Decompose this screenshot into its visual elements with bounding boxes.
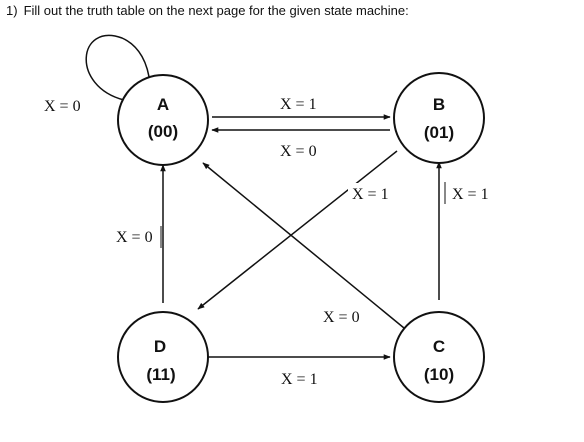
state-d: D (11) <box>117 311 209 403</box>
state-b: B (01) <box>393 72 485 164</box>
label-bg-b-to-c <box>448 183 496 203</box>
state-c: C (10) <box>393 311 485 403</box>
label-a-to-b: X = 1 <box>280 96 317 113</box>
question-number: 1) <box>6 3 18 18</box>
label-d-to-a: X = 0 <box>116 229 153 246</box>
label-bg-c-to-a <box>320 306 368 326</box>
state-d-circle <box>117 311 209 403</box>
state-c-code: (10) <box>424 365 454 384</box>
label-b-to-a: X = 0 <box>280 143 317 160</box>
state-a-name: A <box>157 95 169 114</box>
edge-b-to-d <box>197 150 398 310</box>
state-b-code: (01) <box>424 123 454 142</box>
state-a-code: (00) <box>148 122 178 141</box>
state-b-name: B <box>433 95 445 114</box>
state-c-circle <box>393 311 485 403</box>
state-c-name: C <box>433 337 445 356</box>
question-text: Fill out the truth table on the next pag… <box>23 3 409 18</box>
state-a-circle <box>117 74 209 166</box>
edge-a-self-loop <box>85 34 153 101</box>
label-b-to-d: X = 1 <box>352 186 389 203</box>
label-a-self: X = 0 <box>44 98 81 115</box>
state-a: A (00) <box>117 74 209 166</box>
state-d-code: (11) <box>146 365 175 384</box>
label-d-to-c: X = 1 <box>281 371 318 388</box>
label-bg-b-to-d <box>348 183 396 203</box>
label-b-to-c: X = 1 <box>452 186 489 203</box>
question-heading: 1) Fill out the truth table on the next p… <box>6 3 409 18</box>
label-c-to-a: X = 0 <box>323 309 360 326</box>
state-b-circle <box>393 72 485 164</box>
state-d-name: D <box>154 337 166 356</box>
edge-c-to-a <box>202 162 405 329</box>
